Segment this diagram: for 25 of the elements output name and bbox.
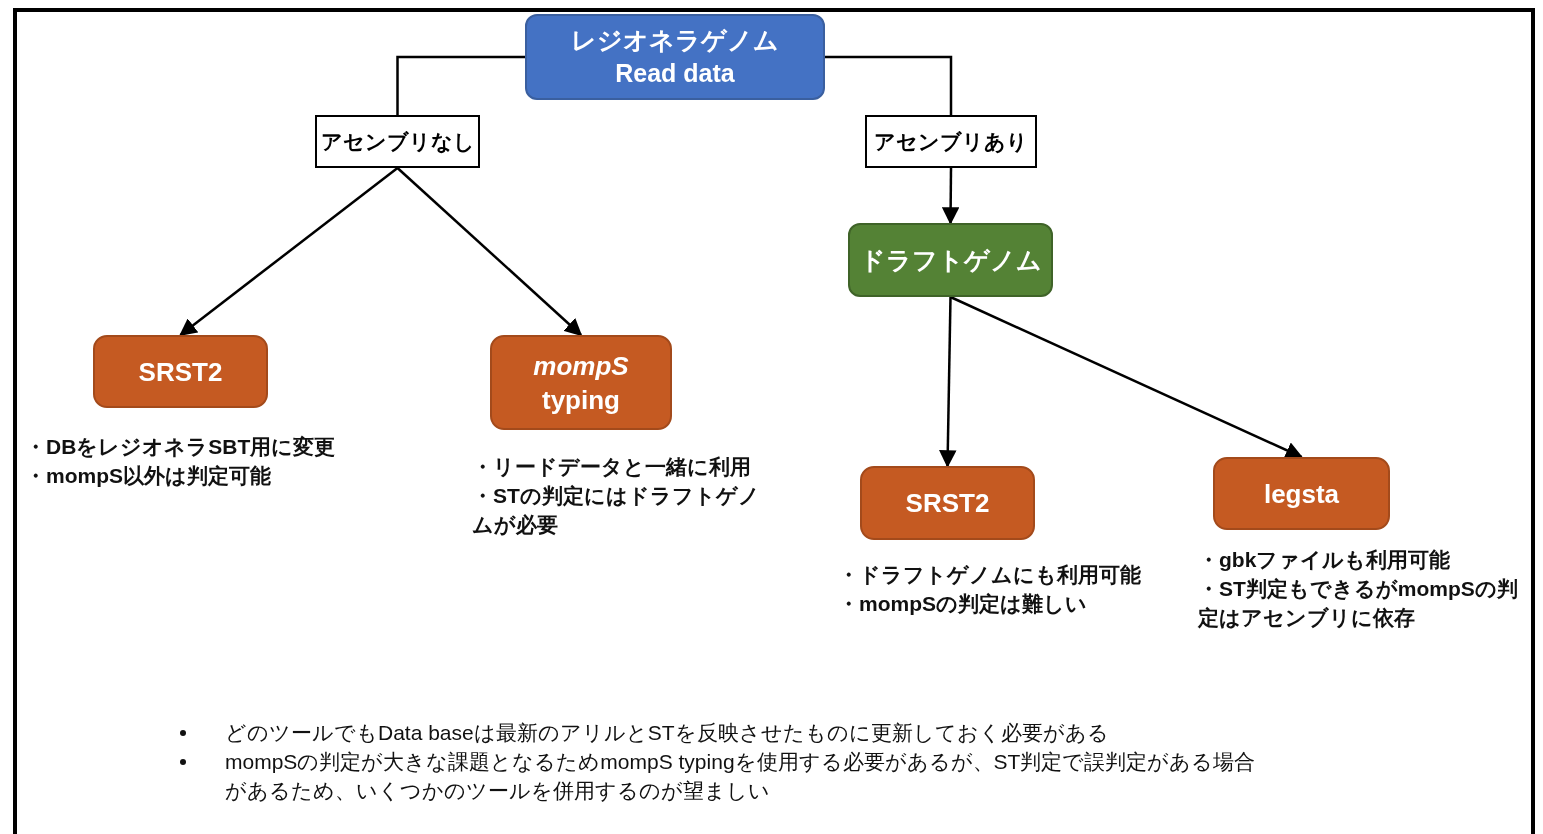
branch-box: アセンブリなし	[315, 115, 480, 168]
connector-line	[825, 55, 953, 115]
bullet-text: ・STの判定にはドラフトゲノムが必要	[472, 483, 761, 538]
arrow	[939, 296, 957, 468]
bullet-text: ・gbkファイルも利用可能	[1198, 547, 1452, 573]
branch-box: アセンブリあり	[865, 115, 1037, 168]
tool-box: legsta	[1213, 457, 1390, 530]
bullet-text: ・mompS以外は判定可能	[25, 463, 272, 489]
note-text: mompSの判定が大きな課題となるためmompS typingを使用する必要があるが、ST判定で誤判定がある場合があるため、いくつかのツールを併用するのが望ましい	[225, 749, 1257, 804]
arrow	[950, 295, 1304, 459]
start-box: レジオネラゲノム Read data	[525, 14, 825, 100]
bullet-text: ・リードデータと一緒に利用	[472, 454, 752, 480]
bullet-text: ・ST判定もできるがmompSの判定はアセンブリに依存	[1198, 576, 1519, 631]
tool-box: SRST2	[860, 466, 1035, 540]
bullet-text: ・mompSの判定は難しい	[838, 591, 1088, 617]
arrow	[941, 168, 960, 225]
bullet-text: ・DBをレジオネラSBT用に変更	[25, 434, 337, 460]
bullet-text: ・ドラフトゲノムにも利用可能	[838, 562, 1142, 588]
arrow	[396, 167, 583, 337]
result-box: ドラフトゲノム	[848, 223, 1053, 297]
tool-box: mompS typing	[490, 335, 672, 430]
arrow	[179, 167, 399, 337]
connector-line	[396, 55, 525, 115]
tool-box: SRST2	[93, 335, 268, 408]
note-text: どのツールでもData baseは最新のアリルとSTを反映させたものに更新しておく必要がある	[225, 720, 1110, 746]
